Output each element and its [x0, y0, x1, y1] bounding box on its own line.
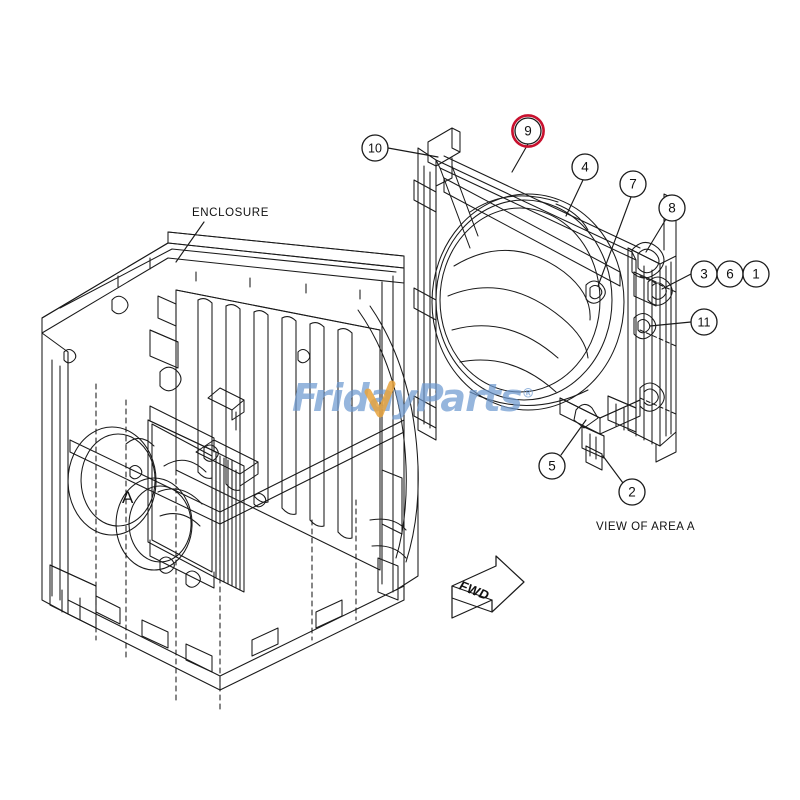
callout-number: 3	[700, 267, 708, 282]
fan-shroud	[431, 193, 625, 411]
leader-3-6-1	[661, 273, 692, 290]
callout-11[interactable]: 11	[690, 308, 718, 336]
louver-panel	[175, 289, 381, 571]
leader-11	[649, 321, 692, 327]
callout-number: 11	[698, 316, 711, 330]
area-a-radiator	[115, 405, 245, 593]
callout-circle	[571, 153, 599, 181]
callout-9[interactable]: 9	[511, 114, 545, 148]
callout-7[interactable]: 7	[619, 170, 647, 198]
callout-circle	[618, 478, 646, 506]
callout-8[interactable]: 8	[658, 194, 686, 222]
callout-number: 2	[628, 485, 636, 500]
callout-circle	[538, 452, 566, 480]
watermark-check-icon	[364, 380, 396, 418]
enclosure-assembly	[41, 231, 419, 713]
callout-number: 1	[752, 267, 760, 282]
callout-number: 6	[726, 267, 734, 282]
area-marker-a: A	[122, 488, 134, 507]
callout-circle	[658, 194, 686, 222]
callout-number: 5	[548, 459, 556, 474]
callout-number: 10	[368, 142, 382, 156]
callout-circle	[742, 260, 770, 288]
leader-2	[602, 455, 624, 484]
fwd-arrow-shape	[451, 555, 525, 619]
callout-highlight-ring	[511, 114, 545, 148]
callout-circle	[619, 170, 647, 198]
leader-lines	[175, 143, 692, 484]
callout-5[interactable]: 5	[538, 452, 566, 480]
leader-8	[645, 218, 667, 253]
callout-number: 8	[668, 201, 676, 216]
callout-4[interactable]: 4	[571, 153, 599, 181]
leader-7	[597, 196, 632, 287]
callout-circle	[690, 308, 718, 336]
leader-5	[560, 419, 587, 456]
callout-circle	[361, 134, 389, 162]
callout-2[interactable]: 2	[618, 478, 646, 506]
callout-1[interactable]: 1	[742, 260, 770, 288]
callout-number: 9	[524, 124, 532, 139]
callout-number: 4	[581, 160, 589, 175]
callout-circle	[514, 117, 542, 145]
leader-enclosure	[175, 221, 205, 263]
leader-9	[511, 143, 529, 173]
leader-4	[565, 179, 584, 217]
callout-10[interactable]: 10	[361, 134, 389, 162]
view-of-area-a-label: VIEW OF AREA A	[596, 521, 696, 533]
leader-10	[387, 147, 439, 158]
callout-number: 7	[629, 177, 637, 192]
area-a-detail-assembly	[413, 127, 677, 471]
enclosure-label: ENCLOSURE	[192, 207, 269, 219]
